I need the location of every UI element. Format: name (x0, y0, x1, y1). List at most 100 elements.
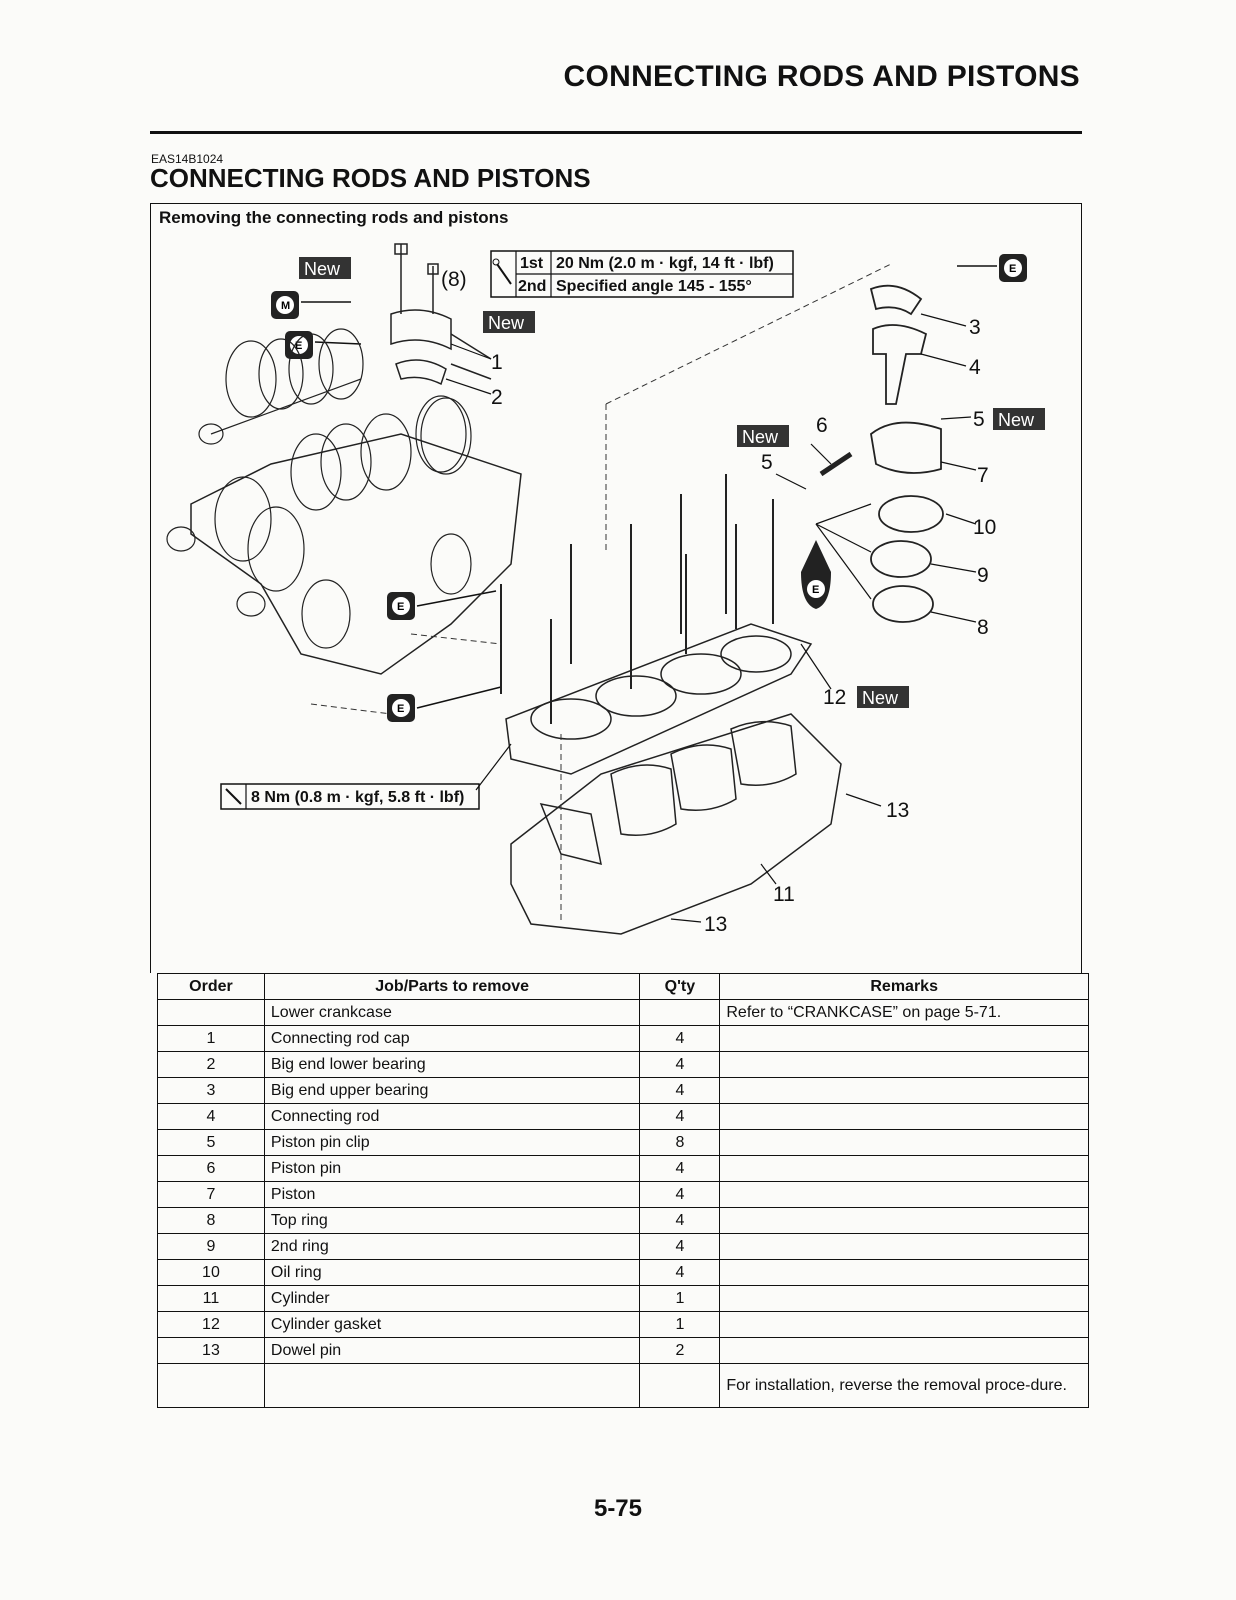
cell-qty: 2 (639, 1337, 721, 1364)
cell-job: Big end lower bearing (263, 1051, 641, 1078)
cell-remarks (719, 1129, 1089, 1156)
new-badge: New (737, 425, 789, 447)
moly-grease-icon: M (271, 291, 351, 319)
svg-text:E: E (397, 703, 404, 715)
engine-oil-icon: E (801, 540, 831, 609)
cell-qty (639, 999, 721, 1026)
cell-order (157, 999, 265, 1026)
cell-remarks (719, 1025, 1089, 1052)
callout-1: 1 (491, 351, 503, 374)
cell-remarks (719, 1103, 1089, 1130)
callout-13: 13 (704, 913, 727, 936)
cell-qty (639, 1363, 721, 1408)
torque-value-2nd: Specified angle 145 - 155° (556, 278, 752, 295)
svg-text:New: New (488, 313, 525, 333)
header-remarks: Remarks (719, 973, 1089, 1000)
bolt-quantity: (8) (441, 268, 467, 291)
page-number: 5-75 (593, 1495, 643, 1522)
cell-remarks (719, 1051, 1089, 1078)
cell-job: Piston pin clip (263, 1129, 641, 1156)
callout-13: 13 (886, 799, 909, 822)
cell-job: 2nd ring (263, 1233, 641, 1260)
cell-order: 11 (157, 1285, 265, 1312)
callout-2: 2 (491, 386, 503, 409)
cell-order: 5 (157, 1129, 265, 1156)
cell-order: 2 (157, 1051, 265, 1078)
figure-caption: Removing the connecting rods and pistons (159, 208, 509, 227)
cell-order: 4 (157, 1103, 265, 1130)
cell-qty: 8 (639, 1129, 721, 1156)
cell-qty: 1 (639, 1285, 721, 1312)
svg-text:M: M (281, 300, 290, 312)
callout-10: 10 (973, 516, 996, 539)
header-qty: Q'ty (639, 973, 721, 1000)
cell-qty: 4 (639, 1259, 721, 1286)
cylinder-block-drawing (510, 713, 842, 935)
cell-job: Cylinder (263, 1285, 641, 1312)
torque-step-1st: 1st (520, 255, 544, 272)
header-order: Order (157, 973, 265, 1000)
cell-remarks (719, 1259, 1089, 1286)
piston-rings-drawing (819, 284, 944, 623)
cell-job: Big end upper bearing (263, 1077, 641, 1104)
cell-order: 6 (157, 1155, 265, 1182)
cell-job: Cylinder gasket (263, 1311, 641, 1338)
callout-12: 12 (823, 686, 846, 709)
cell-order: 9 (157, 1233, 265, 1260)
new-badge: New (299, 257, 351, 279)
cell-qty: 1 (639, 1311, 721, 1338)
callout-11: 11 (773, 883, 795, 906)
cell-order: 12 (157, 1311, 265, 1338)
cell-qty: 4 (639, 1181, 721, 1208)
svg-text:E: E (1009, 263, 1016, 275)
cell-order: 13 (157, 1337, 265, 1364)
torque-wrench-icon (225, 788, 242, 805)
header-job: Job/Parts to remove (263, 973, 641, 1000)
guide-lines (310, 263, 892, 924)
torque-wrench-icon (492, 258, 512, 285)
cylinder-gasket-drawing (505, 623, 813, 775)
svg-text:New: New (742, 427, 779, 447)
cell-job: Piston (263, 1181, 641, 1208)
exploded-diagram: 1st 20 Nm (2.0 m · kgf, 14 ft · lbf) 2nd… (166, 243, 1045, 936)
svg-text:New: New (998, 410, 1035, 430)
svg-text:New: New (862, 688, 899, 708)
callout-5: 5 (973, 408, 985, 431)
cell-remarks: Refer to “CRANKCASE” on page 5-71. (719, 999, 1089, 1026)
cell-remarks (719, 1233, 1089, 1260)
cell-qty: 4 (639, 1051, 721, 1078)
new-badge: New (857, 686, 909, 708)
cell-job: Top ring (263, 1207, 641, 1234)
cell-job (263, 1363, 641, 1408)
cell-job: Oil ring (263, 1259, 641, 1286)
cell-remarks (719, 1077, 1089, 1104)
cell-job: Dowel pin (263, 1337, 641, 1364)
page-header-title: CONNECTING RODS AND PISTONS (563, 60, 1080, 93)
torque-box-cylinder: 8 Nm (0.8 m · kgf, 5.8 ft · lbf) (220, 783, 480, 810)
cell-order: 10 (157, 1259, 265, 1286)
cell-remarks (719, 1207, 1089, 1234)
cell-remarks (719, 1155, 1089, 1182)
stud-bolts (500, 474, 774, 724)
section-code: EAS14B1024 (151, 152, 224, 166)
callout-6: 6 (816, 414, 828, 437)
cell-remarks (719, 1181, 1089, 1208)
callout-3: 3 (969, 316, 981, 339)
cell-remarks: For installation, reverse the removal pr… (719, 1363, 1089, 1408)
cell-order: 1 (157, 1025, 265, 1052)
cell-remarks (719, 1285, 1089, 1312)
new-badge: New (993, 408, 1045, 430)
table-row: For installation, reverse the removal pr… (157, 1363, 1089, 1408)
cell-qty: 4 (639, 1025, 721, 1052)
engine-oil-icon: E (387, 686, 502, 722)
crankcase-drawing (166, 328, 522, 675)
cell-qty: 4 (639, 1155, 721, 1182)
